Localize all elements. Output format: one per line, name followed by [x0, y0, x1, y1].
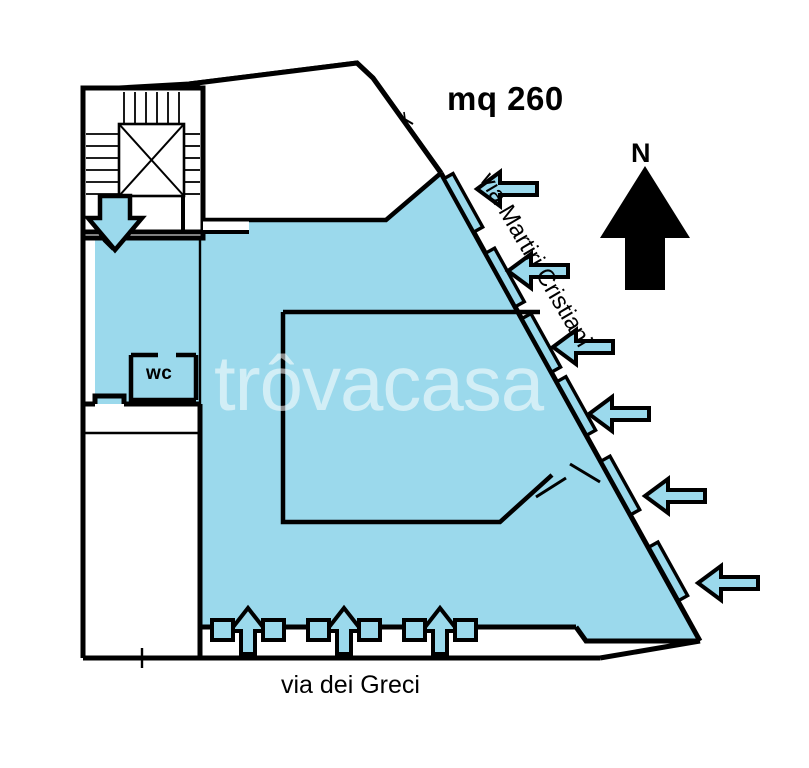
stairwell-block	[80, 85, 206, 241]
street-label-via-dei-greci: via dei Greci	[281, 671, 420, 699]
stair-landing-gap	[203, 218, 249, 234]
access-arrow-left	[641, 475, 707, 517]
north-label: N	[631, 138, 651, 168]
access-arrow-group-diagonal	[473, 168, 760, 604]
stair-treads-left	[86, 133, 119, 195]
access-arrow-left	[585, 393, 651, 435]
wall-break-ticks	[535, 462, 601, 499]
interior-room-outline	[280, 309, 554, 525]
facade-window	[441, 171, 486, 235]
access-arrow-left	[549, 326, 615, 368]
interior-partitions	[83, 236, 202, 435]
north-arrow-icon	[600, 166, 690, 290]
entrance-arrow-up	[210, 604, 286, 656]
area-label: mq 260	[447, 80, 564, 117]
elevator-shaft-icon	[117, 122, 186, 198]
facade-window	[646, 539, 690, 603]
entrance-arrow-up	[402, 604, 478, 656]
adjacent-property-top	[188, 60, 444, 223]
access-arrow-left	[694, 562, 760, 604]
stair-treads-vertical	[123, 92, 180, 124]
access-arrow-left	[473, 168, 539, 210]
entrance-arrow-stairwell	[83, 193, 147, 254]
wc-room	[128, 352, 199, 403]
facade-window	[554, 374, 598, 438]
facade-window	[483, 245, 527, 310]
stair-treads-right	[184, 133, 200, 195]
entrance-arrow-group-bottom	[210, 604, 478, 656]
entrance-arrow-up	[306, 604, 382, 656]
wc-room-label: wc	[146, 363, 173, 384]
facade-window-group	[441, 171, 690, 603]
unit-area-fill	[95, 173, 700, 641]
facade-window	[598, 453, 643, 518]
facade-window	[519, 311, 563, 375]
access-arrow-left	[504, 250, 570, 292]
adjacent-property-lower-left	[80, 393, 203, 668]
